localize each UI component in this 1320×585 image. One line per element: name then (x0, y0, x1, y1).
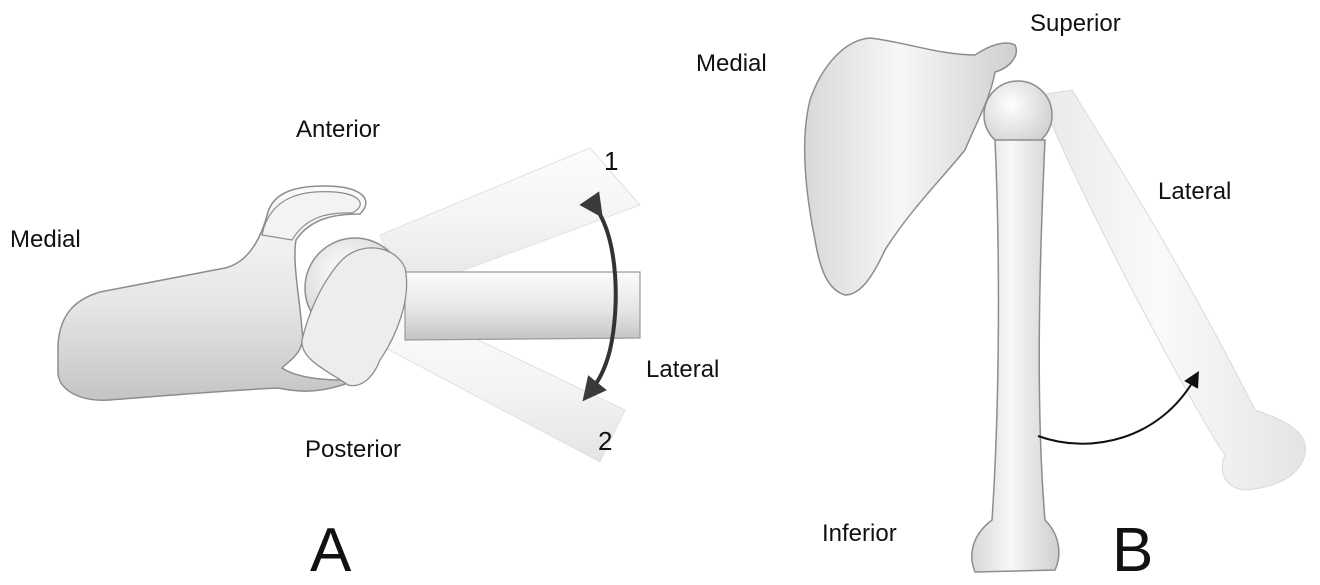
medial-label-b: Medial (696, 52, 767, 76)
position-1-label: 1 (604, 148, 618, 174)
scapula-b (805, 38, 1017, 295)
lateral-label-b: Lateral (1158, 180, 1231, 204)
humerus-abducted (1040, 90, 1306, 490)
lateral-label-a: Lateral (646, 358, 719, 382)
anterior-label: Anterior (296, 118, 380, 142)
posterior-label: Posterior (305, 438, 401, 462)
position-2-label: 2 (598, 428, 612, 454)
panel-b-drawing (805, 38, 1306, 572)
abduction-arrow-b (1038, 378, 1195, 444)
panel-a-drawing (58, 148, 640, 462)
panel-a-letter: A (310, 520, 351, 582)
superior-label: Superior (1030, 12, 1121, 36)
inferior-label: Inferior (822, 522, 897, 546)
medial-label-a: Medial (10, 228, 81, 252)
humeral-head-b (984, 81, 1052, 149)
panel-b-letter: B (1112, 520, 1153, 582)
humerus-shaft-b (972, 140, 1059, 572)
humerus-shaft-a (405, 272, 640, 340)
